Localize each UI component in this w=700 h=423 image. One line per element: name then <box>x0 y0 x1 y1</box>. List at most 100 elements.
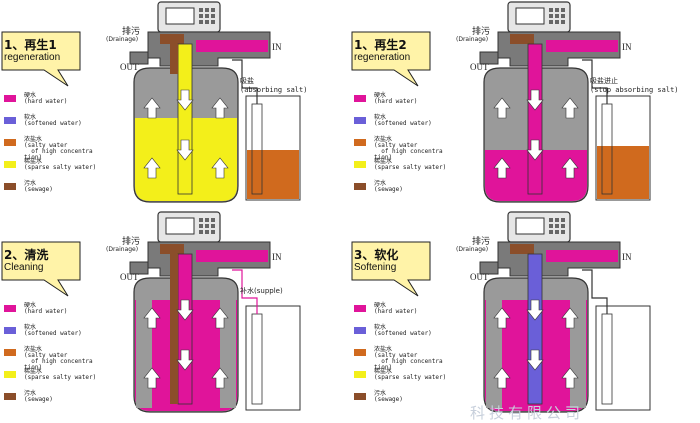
controller-screen <box>165 7 195 25</box>
legend-text: 软水 (softened water) <box>374 114 432 127</box>
controller-button <box>199 224 203 228</box>
flow-arrow-up <box>143 367 161 389</box>
legend-swatch <box>4 393 16 400</box>
legend-swatch <box>4 161 16 168</box>
step-title: 1、再生2 <box>354 38 407 52</box>
legend-swatch <box>4 327 16 334</box>
side-label: 补水(supple) <box>240 287 283 295</box>
legend-item: 污水 (sewage) <box>4 391 114 413</box>
legend-swatch <box>4 305 16 312</box>
softener-diagram <box>129 211 301 413</box>
watermark: 科技有限公司 <box>470 404 585 422</box>
legend-swatch <box>354 371 366 378</box>
controller-button <box>211 230 215 234</box>
flow-arrow-up <box>493 157 511 179</box>
flow-arrow-down <box>176 89 194 111</box>
legend-text: 软水 (softened water) <box>374 324 432 337</box>
legend: 硬水 (hard water)软水 (softened water)浓盐水 (s… <box>4 93 114 203</box>
controller-button <box>211 20 215 24</box>
legend-text: 浓盐水 (salty water of high concentra tion) <box>24 346 93 371</box>
legend-text: 稀盐水 (sparse salty water) <box>374 158 447 171</box>
step-title: 1、再生1 <box>4 38 57 52</box>
controller-button <box>205 224 209 228</box>
legend-text: 稀盐水 (sparse salty water) <box>24 368 97 381</box>
controller-button <box>561 230 565 234</box>
legend-text: 污水 (sewage) <box>24 180 53 193</box>
brine-level <box>247 150 299 199</box>
legend-item: 污水 (sewage) <box>354 181 464 203</box>
controller-button <box>205 230 209 234</box>
outlet-label: OUT <box>120 62 139 72</box>
outlet-port <box>129 51 149 65</box>
flow-arrow-up <box>211 367 229 389</box>
controller-button <box>549 218 553 222</box>
brine-line <box>582 269 608 314</box>
drain-label: 排污 <box>472 236 491 246</box>
legend-swatch <box>4 117 16 124</box>
side-label: 吸盐 <box>240 77 254 85</box>
controller-button <box>561 8 565 12</box>
drain-label-en: (Drainage) <box>106 36 139 43</box>
brine-line <box>582 59 608 104</box>
legend-item: 软水 (softened water) <box>354 325 464 347</box>
flow-arrow-up <box>211 97 229 119</box>
flow-arrow-up <box>493 97 511 119</box>
legend-text: 硬水 (hard water) <box>24 302 68 315</box>
legend-swatch <box>354 183 366 190</box>
legend-swatch <box>4 349 16 356</box>
side-label-en: (stop absorbing salt) <box>590 86 679 94</box>
legend-item: 浓盐水 (salty water of high concentra tion) <box>4 346 114 371</box>
drain-channel <box>160 34 184 44</box>
riser-tube <box>527 43 543 195</box>
legend-item: 稀盐水 (sparse salty water) <box>4 159 114 181</box>
brine-line <box>232 269 258 314</box>
controller-button <box>549 230 553 234</box>
legend-text: 污水 (sewage) <box>374 390 403 403</box>
controller-button <box>549 224 553 228</box>
drain-label-en: (Drainage) <box>106 246 139 253</box>
outlet-label: OUT <box>470 272 489 282</box>
outlet-port <box>479 261 499 275</box>
legend-text: 软水 (softened water) <box>24 114 82 127</box>
controller-button <box>205 8 209 12</box>
outlet-port <box>479 51 499 65</box>
legend-item: 稀盐水 (sparse salty water) <box>4 369 114 391</box>
inlet-channel <box>546 40 618 52</box>
side-label: 吸盐迸止 <box>590 77 618 85</box>
legend-item: 软水 (softened water) <box>4 115 114 137</box>
flow-arrow-up <box>143 157 161 179</box>
flow-arrow-down <box>526 139 544 161</box>
flow-arrow-down <box>526 89 544 111</box>
legend-swatch <box>4 183 16 190</box>
outlet-port <box>129 261 149 275</box>
softener-diagram <box>129 1 301 203</box>
legend-swatch <box>354 139 366 146</box>
step-title: 3、软化 <box>354 248 399 262</box>
brine-tank <box>595 305 651 411</box>
controller-button <box>199 20 203 24</box>
controller-screen <box>515 7 545 25</box>
legend-item: 硬水 (hard water) <box>4 303 114 325</box>
legend-item: 浓盐水 (salty water of high concentra tion) <box>354 347 464 371</box>
controller-button <box>549 8 553 12</box>
flow-arrow-up <box>561 307 579 329</box>
legend-text: 污水 (sewage) <box>24 390 53 403</box>
legend-text: 浓盐水 (salty water of high concentra tion) <box>374 136 443 161</box>
flow-arrow-up <box>211 157 229 179</box>
inlet-channel <box>546 250 618 262</box>
legend-text: 稀盐水 (sparse salty water) <box>374 368 447 381</box>
legend-text: 硬水 (hard water) <box>374 302 418 315</box>
outlet-label: OUT <box>120 272 139 282</box>
riser-tube <box>177 43 193 195</box>
controller-button <box>561 218 565 222</box>
legend: 硬水 (hard water) 软水 (softened water) 浓盐水 (s… <box>354 303 464 413</box>
legend-text: 硬水 (hard water) <box>374 92 418 105</box>
legend-swatch <box>354 95 366 102</box>
controller-button <box>199 218 203 222</box>
step-subtitle: regeneration <box>354 52 411 63</box>
flow-arrow-up <box>493 307 511 329</box>
